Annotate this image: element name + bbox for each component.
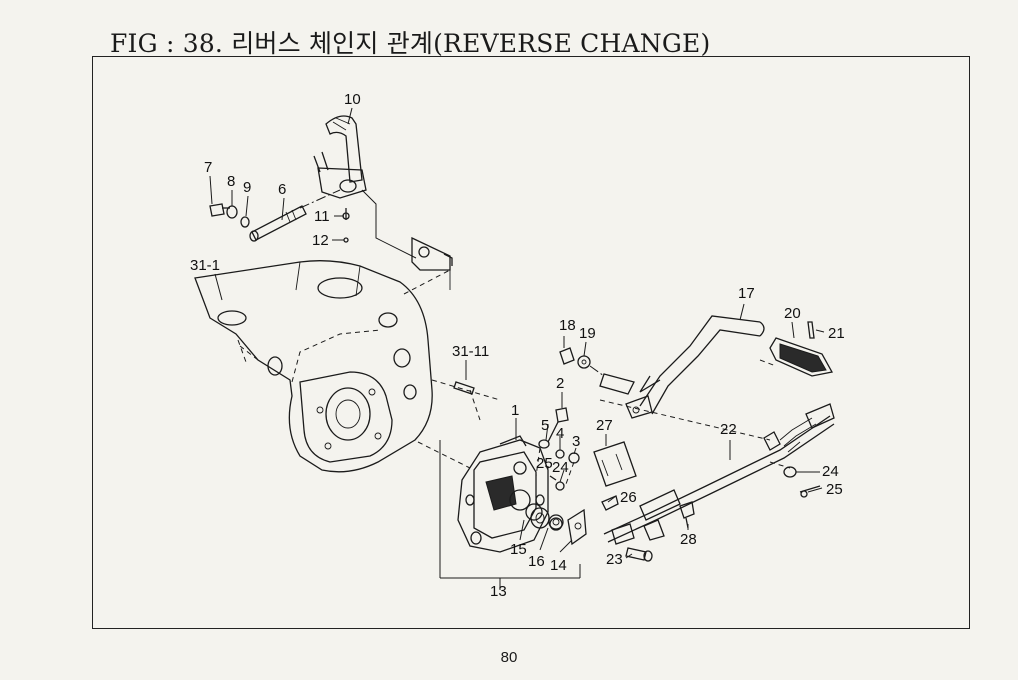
top-pin-bracket: [403, 236, 453, 295]
callout-21: 21: [828, 325, 845, 342]
callout-27: 27: [596, 417, 613, 434]
callout-25-b: 25: [826, 481, 843, 498]
washers-15-16-14: [525, 503, 564, 530]
callout-20: 20: [784, 305, 801, 322]
callout-17: 17: [738, 285, 755, 302]
clip-28: [679, 501, 695, 529]
callout-22: 22: [720, 421, 737, 438]
callout-28: 28: [680, 531, 697, 548]
figure-title: FIG : 38. 리버스 체인지 관계(REVERSE CHANGE): [110, 29, 711, 58]
bracket-27: [593, 441, 637, 487]
callout-labels: 10 7 8 9 6 11 12 31-1 31-11 18 19 2 1 5 …: [190, 91, 845, 600]
knob-20: [769, 337, 834, 377]
bolt-23: [625, 547, 653, 562]
callout-24-b: 24: [822, 463, 839, 480]
callout-23: 23: [606, 551, 623, 568]
page-number: 80: [500, 649, 518, 666]
callout-15: 15: [510, 541, 527, 558]
callout-2: 2: [556, 375, 564, 392]
callout-25-a: 25: [536, 455, 553, 472]
callout-12: 12: [312, 232, 329, 249]
callout-16: 16: [528, 553, 545, 570]
callout-19: 19: [579, 325, 596, 342]
callout-18: 18: [559, 317, 576, 334]
washer-pin-18-19: [559, 347, 635, 395]
assembly-bracket-13: [439, 440, 581, 590]
callout-10: 10: [344, 91, 361, 108]
callout-31-11: 31-11: [452, 343, 489, 360]
reverse-lever-17: [625, 315, 765, 419]
callout-8: 8: [227, 173, 235, 190]
callout-5: 5: [541, 417, 549, 434]
leader-lines: [209, 107, 825, 559]
callout-4: 4: [556, 425, 564, 442]
callout-14: 14: [550, 557, 567, 574]
transmission-housing: [194, 260, 501, 473]
callout-9: 9: [243, 179, 251, 196]
callout-31-1: 31-1: [190, 257, 220, 274]
diagram-frame: [92, 56, 970, 629]
callout-3: 3: [572, 433, 580, 450]
control-cable-22: [599, 399, 835, 545]
dowel-pin-31-11: [453, 381, 481, 421]
cover-fasteners: [535, 407, 580, 491]
washer-pin-24-25: [769, 461, 821, 498]
callout-6: 6: [278, 181, 286, 198]
callout-7: 7: [204, 159, 212, 176]
callout-24-a: 24: [552, 459, 569, 476]
callout-11: 11: [314, 208, 330, 225]
pin-21: [807, 321, 815, 339]
callout-13: 13: [490, 583, 507, 600]
bolt-26: [601, 495, 619, 511]
callout-1: 1: [511, 402, 519, 419]
reverse-change-cover: [457, 435, 587, 553]
callout-26: 26: [620, 489, 637, 506]
